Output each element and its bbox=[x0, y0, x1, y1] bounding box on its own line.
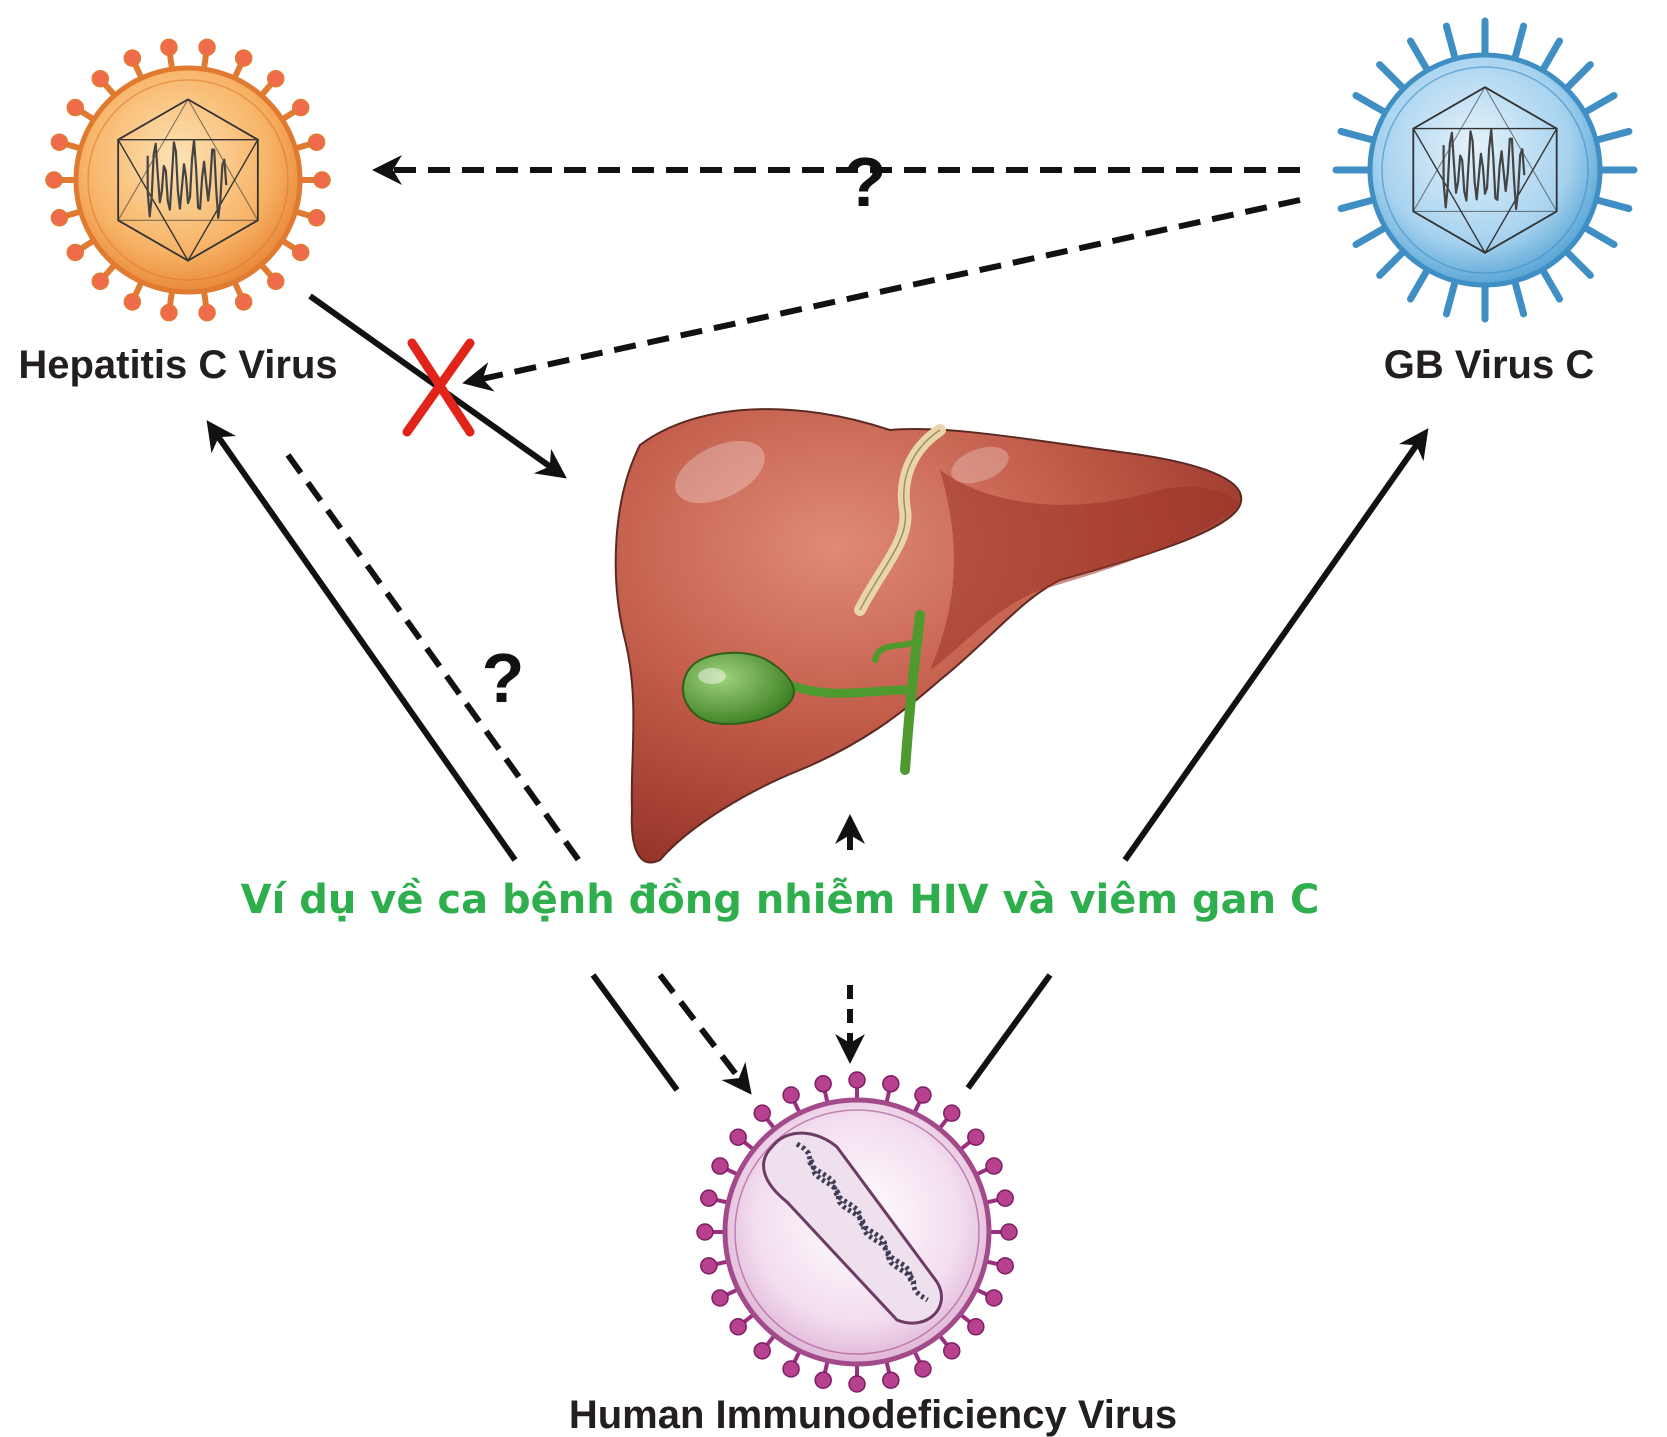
hiv-virion-icon bbox=[696, 1071, 1018, 1393]
label-hcv: Hepatitis C Virus bbox=[18, 343, 337, 387]
arrow-hcv-to-hiv-upper bbox=[285, 453, 583, 864]
arrow-hcv-to-hiv-lower bbox=[657, 973, 752, 1095]
liver-with-gallbladder-icon bbox=[614, 408, 1243, 864]
arrow-hiv-to-gbv bbox=[1122, 428, 1429, 862]
question-mark-left: ? bbox=[482, 639, 525, 717]
label-hiv: Human Immunodeficiency Virus bbox=[569, 1393, 1177, 1437]
question-mark-top: ? bbox=[844, 143, 887, 221]
label-gbv: GB Virus C bbox=[1384, 343, 1594, 387]
arrow-hiv-to-hcv bbox=[206, 420, 518, 862]
arrow-hiv-to-hcv-lower bbox=[590, 973, 680, 1092]
caption: Ví dụ về ca bệnh đồng nhiễm HIV và viêm … bbox=[241, 877, 1320, 923]
arrow-gbv-to-hcv-liver bbox=[462, 197, 1301, 392]
gb-virus-c-virion-icon bbox=[1332, 17, 1638, 323]
red-x-block-icon bbox=[402, 338, 475, 437]
hepatitis-c-virion-icon bbox=[45, 38, 331, 322]
arrow-hiv-to-gbv-lower bbox=[965, 973, 1053, 1090]
